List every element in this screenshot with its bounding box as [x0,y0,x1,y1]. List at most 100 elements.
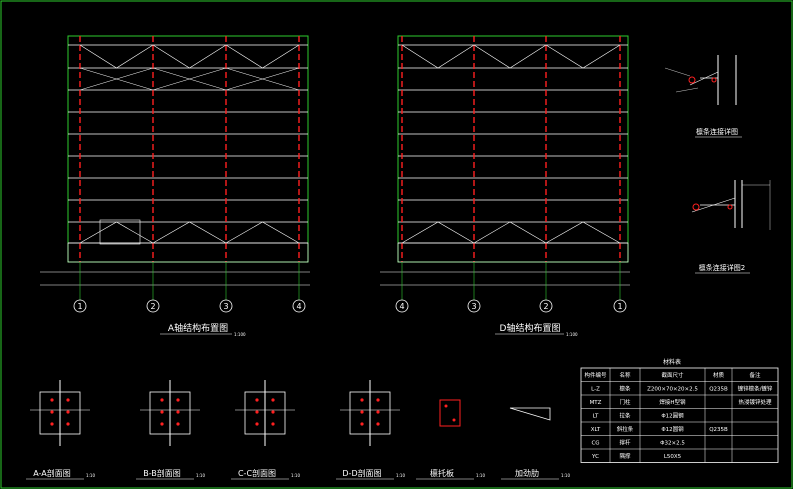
bolt [376,398,380,402]
axis-label: 2 [150,302,155,311]
section-0: A-A剖面图 1:10 [26,380,95,480]
bolt [271,410,275,414]
bracing [79,67,154,91]
bracing [545,44,621,69]
table-cell: L-Z [591,387,600,393]
bolt [160,410,164,414]
table-cell: 焊接H型钢 [659,398,686,406]
table-cell: 拉条 [619,412,631,420]
detail-purlin-2: 檩条连接详图2 [691,180,771,274]
table-cell: 镀锌檩条/镀锌 [738,385,773,393]
detail-purlin-1: 檩条连接详图 [664,55,742,138]
bracing [152,44,227,69]
table-cell: L50X5 [664,454,682,460]
bolt [176,398,180,402]
table-header: 备注 [749,371,761,379]
elev-d-scale: 1:100 [566,332,578,337]
table-cell: MTZ [590,400,602,406]
bolt [160,398,164,402]
bolt [255,398,259,402]
table-cell: Φ32×2.5 [660,441,685,447]
plate-outline [439,399,461,427]
bracing [79,44,154,69]
table-cell: 檩条 [619,385,631,393]
bracing [225,44,300,69]
ground-beam [67,242,309,263]
bolt [255,422,259,426]
bolt [376,410,380,414]
section-title: C-C剖面图 [238,468,276,478]
bolt [452,418,456,422]
axis-bubble [146,299,160,313]
detail2-title: 檩条连接详图2 [699,263,745,272]
section-4: 檩托板 1:10 [416,399,485,480]
table-cell: 撑杆 [619,439,631,447]
bolt [271,422,275,426]
section-2: C-C剖面图 1:10 [231,380,300,480]
section-title: 檩托板 [430,468,454,478]
table-header: 截面尺寸 [661,371,684,379]
bolt [360,422,364,426]
section-scale: 1:10 [291,473,300,478]
table-cell: LT [593,414,599,420]
axis-bubble [292,299,306,313]
bolt [255,410,259,414]
axis-label: 3 [471,302,476,311]
axis-label: 1 [617,302,622,311]
table-cell: CG [591,441,599,447]
table-cell: YC [591,454,599,460]
bolt [50,410,54,414]
table-cell: 门柱 [619,398,631,406]
table-header: 构件编号 [584,371,607,379]
section-scale: 1:10 [86,473,95,478]
table-border [580,367,779,463]
bracing [152,221,227,244]
detail1-title: 檩条连接详图 [696,127,738,136]
bolt [50,422,54,426]
axis-bubble [613,299,627,313]
bracing [401,221,475,244]
bolt [160,422,164,426]
axis-bubble [219,299,233,313]
bracing [473,44,547,69]
table-cell: Z200×70×20×2.5 [647,387,698,393]
bracing [225,67,300,91]
section-scale: 1:10 [561,473,570,478]
axis-label: 4 [296,302,301,311]
elev-a-title: A轴结构布置图 [168,322,228,334]
axis-bubble [467,299,481,313]
bolt [66,410,70,414]
bracing [225,221,300,244]
section-scale: 1:10 [396,473,405,478]
axis-bubble [395,299,409,313]
bolt [176,422,180,426]
bolt [360,398,364,402]
table-cell: 热浸镀锌处理 [738,398,772,406]
bolt [360,410,364,414]
section-scale: 1:10 [476,473,485,478]
table-cell: 斜拉条 [617,425,634,433]
bolt [66,398,70,402]
table-cell: 隅撑 [619,452,631,460]
table-cell: Q235B [709,427,728,433]
section-title: A-A剖面图 [33,468,70,478]
bracing [545,221,621,244]
bracing [79,221,154,244]
bolt [444,404,448,408]
table-title: 材料表 [663,358,681,366]
table-cell: Q235B [709,387,728,393]
elev-d-title: D轴结构布置图 [500,322,561,334]
elev-a-scale: 1:100 [234,332,246,337]
axis-bubble [539,299,553,313]
section-scale: 1:10 [196,473,205,478]
bracing [473,221,547,244]
bolt [271,398,275,402]
